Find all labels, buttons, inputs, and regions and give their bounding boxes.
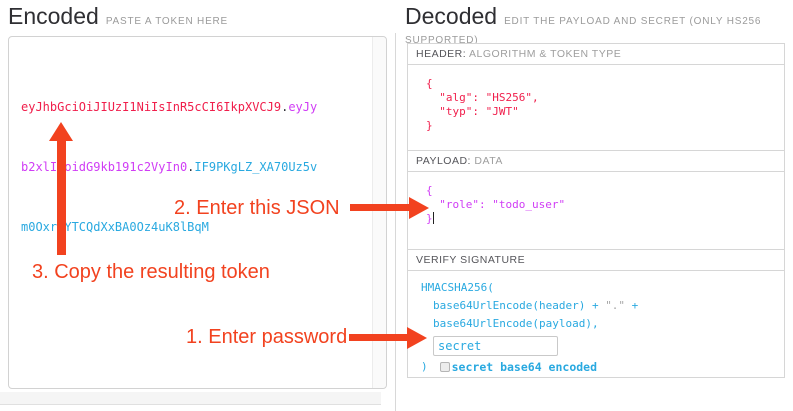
annotation-step3: 3. Copy the resulting token — [32, 261, 270, 283]
header-json-text[interactable]: { "alg": "HS256", "typ": "JWT" } — [426, 77, 539, 132]
header-section-label: HEADER: ALGORITHM & TOKEN TYPE — [408, 44, 784, 65]
verify-signature-editor: HMACSHA256( base64UrlEncode(header) + ".… — [408, 271, 784, 376]
signature-section-label: VERIFY SIGNATURE — [408, 250, 784, 271]
encoded-hscrollbar[interactable] — [0, 392, 381, 405]
secret-input[interactable] — [433, 336, 558, 356]
base64-checkbox-label[interactable]: secret base64 encoded — [451, 360, 598, 374]
encoded-title: Encoded — [8, 3, 99, 29]
step2-arrow-head — [409, 197, 429, 219]
close-paren: ) — [421, 360, 428, 373]
payload-json-editor[interactable]: { "role": "todo_user" } — [408, 172, 784, 250]
encoded-scrollbar[interactable] — [372, 37, 386, 388]
panel-divider — [395, 33, 396, 411]
annotation-step2: 2. Enter this JSON — [174, 197, 340, 219]
up-arrow-shaft — [57, 140, 66, 255]
base64-checkbox[interactable] — [439, 362, 450, 372]
token-line-1: eyJhbGciOiJIUzI1NiIsInR5cCI6IkpXVCJ9.eyJ… — [21, 100, 318, 114]
payload-json-wrap: { "role": "todo_user" } — [408, 172, 784, 226]
sig-line-3: base64UrlEncode(payload), — [433, 317, 599, 330]
step2-arrow-shaft — [350, 204, 410, 211]
annotation-step1: 1. Enter password — [186, 326, 348, 348]
decoded-subtitle: EDIT THE PAYLOAD AND SECRET (ONLY HS256 … — [405, 16, 762, 46]
sig-line-1: HMACSHA256( — [421, 281, 494, 294]
payload-json-text[interactable]: { "role": "todo_user" } — [426, 184, 566, 225]
text-cursor — [432, 212, 434, 224]
header-json-editor[interactable]: { "alg": "HS256", "typ": "JWT" } — [408, 65, 784, 151]
token-line-3: m0OxrqYTCQdXxBA0Oz4uK8lBqM — [21, 220, 209, 234]
base64-encoded-row: ) secret base64 encoded — [421, 358, 784, 376]
decoded-title: Decoded — [405, 3, 498, 29]
decoded-card: HEADER: ALGORITHM & TOKEN TYPE { "alg": … — [407, 43, 785, 378]
sig-line-2: base64UrlEncode(header) + "." + — [433, 299, 639, 312]
step1-arrow-shaft — [349, 334, 408, 341]
step1-arrow-head — [407, 327, 427, 349]
payload-section-label: PAYLOAD: DATA — [408, 151, 784, 172]
up-arrow-head — [49, 122, 73, 141]
encoded-subtitle: PASTE A TOKEN HERE — [105, 16, 229, 27]
